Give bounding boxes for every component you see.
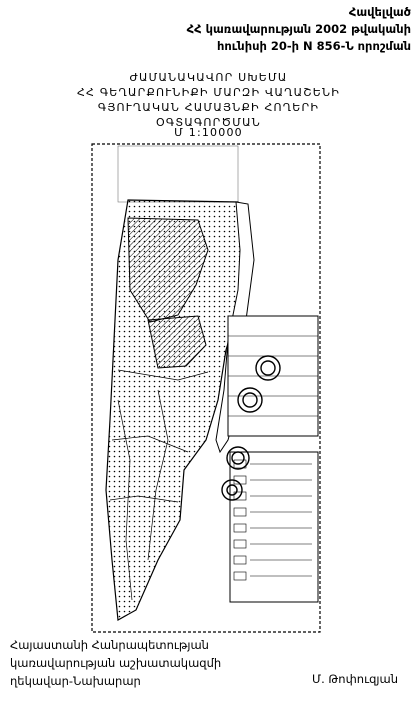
scale-label: Մ 1:10000 (174, 126, 243, 139)
schema-title: ԺԱՄԱՆԱԿԱՎՈՐ ՍԽԵՄԱ (129, 71, 288, 84)
map-legend (227, 315, 319, 603)
signatory-name: Մ. Թոփուզյան (312, 672, 398, 686)
annex-line-3: հունիսի 20-ի N 856-Ն որոշման (217, 39, 411, 53)
blank-area (117, 145, 239, 203)
official-seals (221, 355, 281, 501)
signatory-line-2: կառավարության աշխատակազմի (10, 656, 222, 670)
hatched-parcel-middle (147, 315, 207, 369)
region-title: ՀՀ ԳԵՂԱՐՔՈՒՆԻՔԻ ՄԱՐԶԻ ՎԱՂԱՇԵՆԻ (76, 86, 341, 99)
usage-title: ՕԳՏԱԳՈՐԾՄԱՆ (156, 116, 261, 129)
community-title: ԳՅՈՒՂԱԿԱՆ ՀԱՄԱՅՆՔԻ ՀՈՂԵՐԻ (97, 101, 320, 114)
annex-header: Հավելված ՀՀ կառավարության 2002 թվականի հ… (187, 4, 411, 55)
signatory-line-3: ղեկավար-Նախարար (10, 674, 141, 688)
hatched-parcel-north (127, 217, 209, 323)
signatory-line-1: Հայաստանի Հանրապետության (10, 638, 209, 652)
signatory-block: Հայաստանի Հանրապետության կառավարության ա… (10, 636, 221, 690)
annex-line-1: Հավելված (348, 5, 411, 19)
annex-line-2: ՀՀ կառավարության 2002 թվականի (186, 22, 411, 36)
land-use-map (91, 143, 321, 633)
parcel-boundaries (109, 369, 209, 601)
